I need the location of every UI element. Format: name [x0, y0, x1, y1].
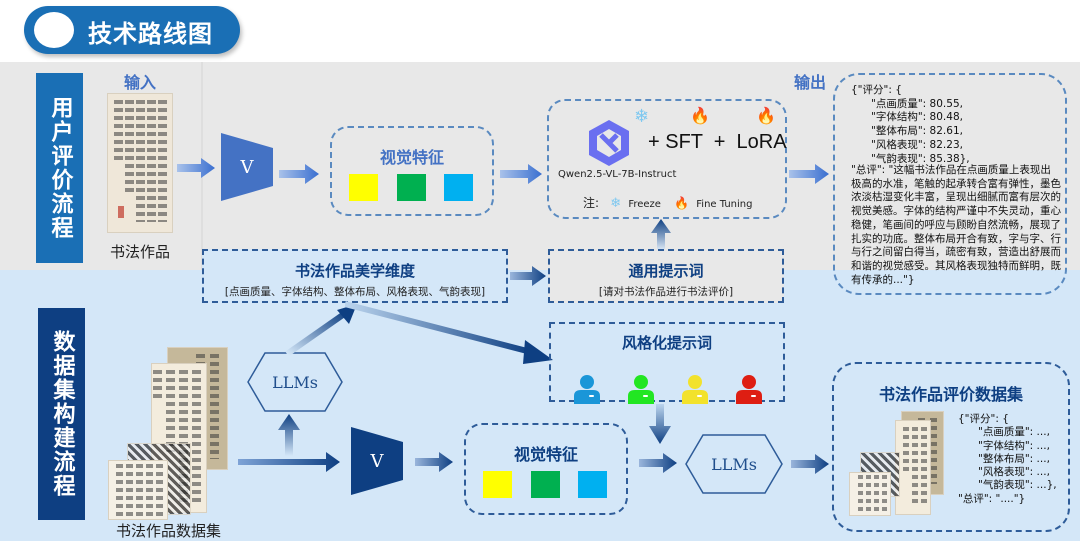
- arrow-style-prompt-down: [648, 404, 672, 448]
- llm-label-lower: LLMs: [711, 454, 757, 474]
- feature-square-green-lower: [531, 471, 560, 498]
- arrow-input-to-encoder: [177, 157, 215, 178]
- title-bullet-icon: [34, 12, 74, 48]
- aesthetic-dimensions-box: 书法作品美学维度 [点画质量、字体结构、整体布局、风格表现、气韵表现]: [202, 249, 508, 303]
- arrow-llm-to-dataset: [791, 453, 829, 479]
- page-title: 技术路线图: [88, 20, 213, 48]
- legend-fire-icon: 🔥: [674, 196, 690, 210]
- seal-stamp: [118, 206, 124, 218]
- visual-features-box-lower: 视觉特征: [464, 423, 628, 515]
- output-box: [833, 73, 1067, 295]
- feature-square-cyan-lower: [578, 471, 607, 498]
- training-method-text: + SFT + LoRA: [648, 131, 787, 153]
- persona-icon-blue: [573, 374, 601, 404]
- encoder-label-lower: V: [370, 450, 384, 472]
- style-prompt-box: 风格化提示词: [549, 322, 785, 404]
- title-banner: 技术路线图: [24, 6, 240, 54]
- arrow-llm-to-dimensions: [285, 300, 365, 360]
- output-scores-json: {"评分": { "点画质量": 80.55, "字体结构": 80.48, "…: [851, 84, 970, 165]
- model-box: [547, 99, 787, 219]
- visual-features-box-upper: 视觉特征: [330, 126, 494, 216]
- persona-icon-yellow: [681, 374, 709, 404]
- general-prompt-text: [请对书法作品进行书法评价]: [598, 286, 734, 298]
- input-caption: 书法作品: [110, 243, 171, 261]
- aesthetic-dimensions-items: [点画质量、字体结构、整体布局、风格表现、气韵表现]: [224, 286, 486, 298]
- snowflake-icon: ❄: [634, 106, 650, 127]
- feature-square-yellow: [349, 174, 378, 201]
- style-prompt-title: 风格化提示词: [621, 334, 712, 352]
- legend-note-prefix: 注:: [583, 196, 600, 210]
- arrow-model-to-output: [789, 163, 829, 184]
- arrow-features-to-model: [500, 163, 542, 184]
- legend-finetune-label: Fine Tuning: [696, 199, 753, 210]
- feature-square-cyan: [444, 174, 473, 201]
- general-prompt-box: 通用提示词 [请对书法作品进行书法评价]: [548, 249, 784, 303]
- calligraphy-input-image: [107, 93, 173, 233]
- user-flow-label: 用户评价流程: [36, 73, 83, 263]
- arrow-dimensions-to-style-prompt: [344, 300, 555, 372]
- output-review-text: "总评": "这幅书法作品在点画质量上表现出极高的水准，笔触的起承转合富有弹性，…: [851, 164, 1061, 286]
- evaluation-dataset-json: {"评分": { "点画质量": ..., "字体结构": ..., "整体布局…: [958, 413, 1057, 505]
- general-prompt-title: 通用提示词: [628, 262, 704, 280]
- fire-icon-sft: 🔥: [690, 106, 710, 125]
- legend-freeze-label: Freeze: [628, 199, 661, 210]
- eval-dataset-image-front: [849, 472, 891, 516]
- fire-icon-lora: 🔥: [756, 106, 776, 125]
- evaluation-dataset-box: [832, 362, 1070, 532]
- arrow-dataset-to-llm: [277, 414, 301, 460]
- qwen-logo-icon: [583, 117, 635, 169]
- eval-dataset-image-middle: [895, 420, 931, 515]
- data-flow-label: 数据集构建流程: [38, 308, 85, 520]
- arrow-encoder-to-features: [279, 163, 319, 184]
- output-heading: 输出: [794, 73, 827, 92]
- llm-node-upper: LLMs: [247, 352, 343, 412]
- feature-square-yellow-lower: [483, 471, 512, 498]
- persona-icon-green: [627, 374, 655, 404]
- evaluation-dataset-title: 书法作品评价数据集: [878, 385, 1023, 404]
- arrow-prompt-to-model: [650, 219, 672, 253]
- visual-features-title-lower: 视觉特征: [513, 445, 578, 464]
- arrow-dataset-to-encoder: [238, 451, 340, 477]
- encoder-label: V: [240, 156, 254, 178]
- legend-snowflake-icon: ❄: [610, 196, 622, 211]
- input-heading: 输入: [124, 73, 157, 92]
- feature-square-green: [397, 174, 426, 201]
- llm-node-lower: LLMs: [685, 434, 783, 494]
- llm-label-upper: LLMs: [272, 372, 318, 392]
- dataset-caption: 书法作品数据集: [116, 522, 222, 540]
- aesthetic-dimensions-title: 书法作品美学维度: [294, 262, 415, 280]
- arrow-features-to-llm: [639, 452, 677, 478]
- model-name: Qwen2.5-VL-7B-Instruct: [558, 169, 677, 180]
- arrow-encoder-to-features-lower: [415, 451, 453, 477]
- dataset-image-front: [108, 460, 168, 520]
- visual-features-title: 视觉特征: [379, 148, 444, 167]
- persona-icon-red: [735, 374, 763, 404]
- legend-note: 注: ❄ Freeze 🔥 Fine Tuning: [583, 194, 752, 211]
- arrow-dimensions-to-prompt: [510, 265, 546, 291]
